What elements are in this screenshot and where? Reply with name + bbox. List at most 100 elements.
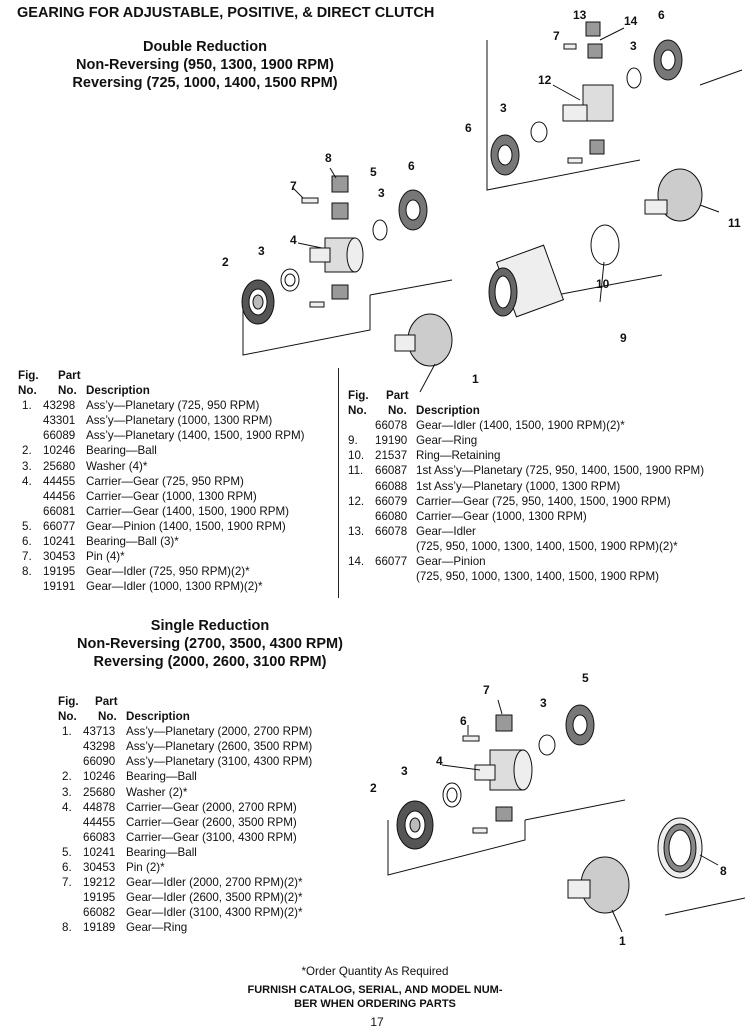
callout-12: 12 [538, 73, 552, 87]
part-description: Carrier—Gear (725, 950, 1400, 1500, 1900… [416, 494, 671, 508]
part-description: Ass’y—Planetary (2000, 2700 RPM) [126, 725, 313, 739]
heading-line: Reversing (725, 1000, 1400, 1500 RPM) [72, 75, 338, 91]
furnish-line: BER WHEN ORDERING PARTS [294, 998, 456, 1010]
callout-11: 11 [728, 216, 741, 230]
fig-number: 11. [348, 464, 364, 478]
part-description: Bearing—Ball [126, 845, 197, 859]
part-number: 66078 [375, 524, 408, 538]
part-description: Washer (4)* [86, 459, 148, 473]
part-description: Ring—Retaining [416, 449, 501, 463]
col-header-description: Description [126, 710, 190, 724]
furnish-line: FURNISH CATALOG, SERIAL, AND MODEL NUM- [247, 984, 503, 996]
callout-2: 2 [222, 255, 229, 269]
part-number: 66078 [375, 419, 408, 433]
callout-2: 2 [370, 781, 377, 795]
heading-line: Non-Reversing (2700, 3500, 4300 RPM) [77, 636, 343, 652]
callout-3: 3 [630, 39, 637, 53]
col-header-fig: Fig. [348, 389, 369, 402]
part-description: 1st Ass’y—Planetary (725, 950, 1400, 150… [416, 464, 705, 478]
fig-number: 3. [22, 459, 32, 473]
callout-1: 1 [619, 934, 626, 948]
fig-number: 4. [22, 474, 32, 488]
heading-line: Reversing (2000, 2600, 3100 RPM) [93, 654, 327, 670]
callout-3: 3 [378, 186, 385, 200]
callout-6: 6 [460, 714, 467, 728]
part-number: 19195 [43, 565, 76, 579]
callout-5: 5 [370, 165, 377, 179]
part-number: 66087 [375, 464, 408, 478]
part-description: Bearing—Ball [126, 770, 197, 784]
col-header-fig: Fig. [58, 695, 79, 708]
parts-row: 66083 Carrier—Gear (3100, 4300 RPM) [58, 830, 358, 845]
part-number: 43713 [83, 725, 116, 739]
column-divider [338, 368, 339, 598]
part-number: 19191 [43, 580, 76, 594]
fig-number: 12. [348, 494, 365, 508]
parts-row: (725, 950, 1000, 1300, 1400, 1500, 1900 … [348, 569, 748, 584]
part-description: Gear—Idler (3100, 4300 RPM)(2)* [126, 906, 303, 920]
callout-4: 4 [436, 754, 443, 768]
col-header-part: Part [58, 369, 81, 382]
part-description: Gear—Idler (2600, 3500 RPM)(2)* [126, 891, 303, 905]
col-header-no: No. [348, 404, 367, 418]
col-header-no: No. [58, 384, 77, 398]
callout-7: 7 [483, 683, 490, 697]
part-number: 19195 [83, 891, 116, 905]
part-description: Gear—Pinion (1400, 1500, 1900 RPM) [86, 519, 286, 533]
part-description: Gear—Ring [416, 434, 478, 448]
part-description: Pin (2)* [126, 861, 165, 875]
callout-3: 3 [540, 696, 547, 710]
part-description: Carrier—Gear (3100, 4300 RPM) [126, 830, 297, 844]
part-number: 66081 [43, 504, 76, 518]
double-reduction-heading: Double Reduction Non-Reversing (950, 130… [40, 38, 370, 92]
part-number: 10246 [83, 770, 116, 784]
fig-number: 6. [22, 535, 32, 549]
callout-3: 3 [258, 244, 265, 258]
fig-number: 5. [22, 519, 32, 533]
double-reduction-diagram: 8 7 5 6 3 4 3 2 1 9 10 11 12 13 14 7 6 3… [222, 8, 743, 393]
part-description: Ass’y—Planetary (1400, 1500, 1900 RPM) [86, 429, 305, 443]
fig-number: 2. [62, 770, 72, 784]
part-description: Pin (4)* [86, 550, 125, 564]
part-number: 44878 [83, 800, 116, 814]
part-description: (725, 950, 1000, 1300, 1400, 1500, 1900 … [416, 570, 660, 584]
callout-14: 14 [624, 14, 638, 28]
fig-number: 5. [62, 845, 72, 859]
parts-row: 66078 Gear—Idler (1400, 1500, 1900 RPM)(2… [348, 418, 748, 433]
fig-number: 1. [22, 399, 32, 413]
part-number: 19190 [375, 434, 408, 448]
part-description: Gear—Idler (1400, 1500, 1900 RPM)(2)* [416, 419, 625, 433]
part-number: 66079 [375, 494, 408, 508]
parts-row: 12. 66079 Carrier—Gear (725, 950, 1400, 15… [348, 494, 748, 509]
part-description: Gear—Pinion [416, 555, 486, 569]
part-number: 30453 [43, 550, 76, 564]
part-description: Ass’y—Planetary (1000, 1300 RPM) [86, 414, 273, 428]
col-header-no: No. [18, 384, 37, 398]
fig-number: 13. [348, 524, 365, 538]
part-number: 66082 [83, 906, 116, 920]
heading-line: Single Reduction [150, 618, 270, 634]
col-header-no: No. [98, 710, 117, 724]
part-description: Carrier—Gear (1000, 1300 RPM) [416, 509, 587, 523]
part-number: 66083 [83, 830, 116, 844]
part-description: Bearing—Ball (3)* [86, 535, 179, 549]
part-description: Carrier—Gear (2000, 2700 RPM) [126, 800, 297, 814]
